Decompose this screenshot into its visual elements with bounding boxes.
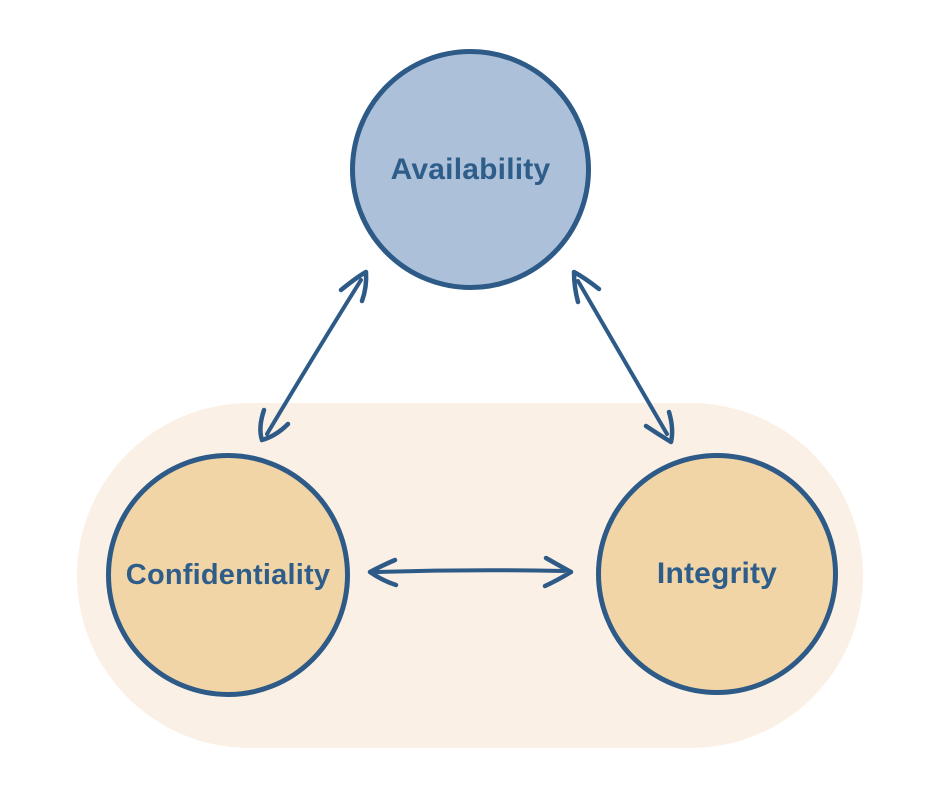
node-confidentiality-label: Confidentiality <box>125 558 331 591</box>
node-availability: Availability <box>350 49 591 290</box>
node-availability-label: Availability <box>390 152 551 186</box>
node-integrity: Integrity <box>596 453 838 695</box>
node-confidentiality: Confidentiality <box>106 453 350 697</box>
node-integrity-label: Integrity <box>656 557 778 590</box>
